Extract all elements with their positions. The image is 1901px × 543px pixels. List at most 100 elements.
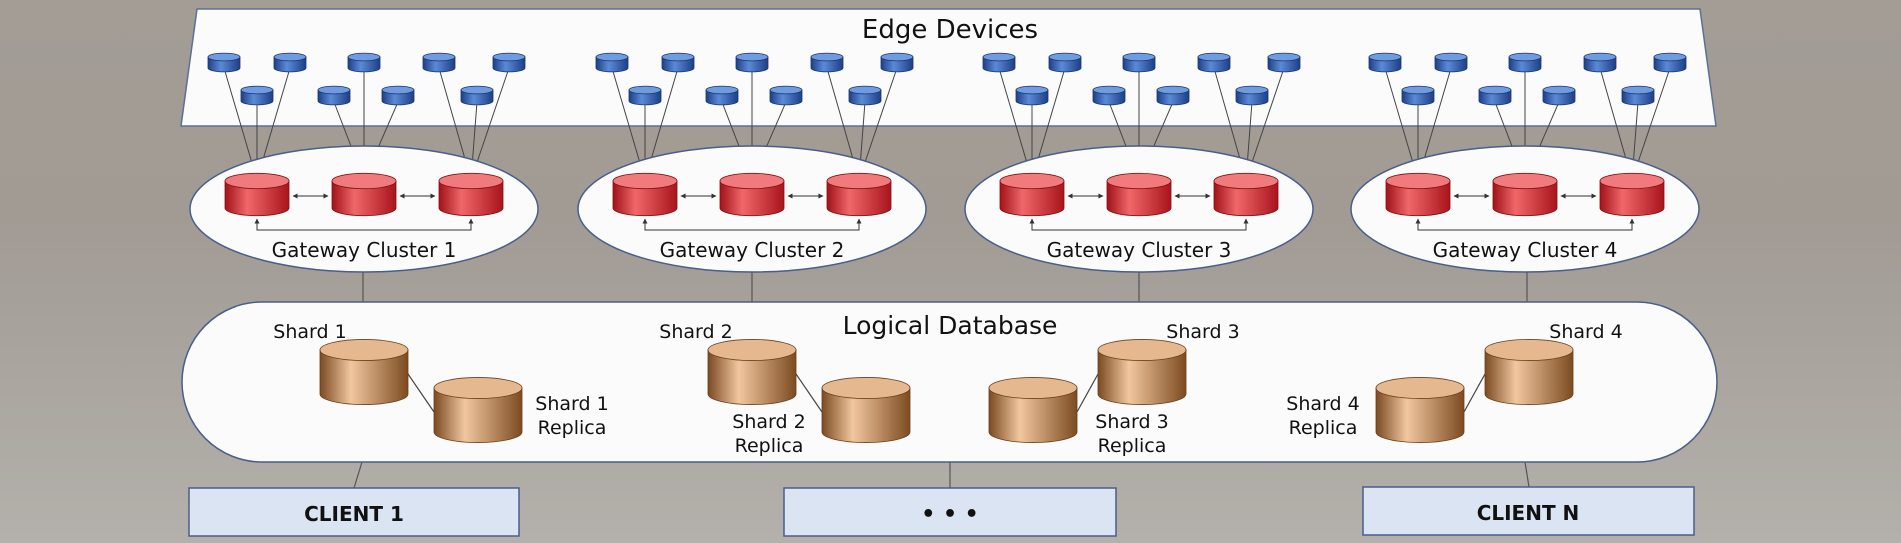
- replication-line: [795, 373, 823, 413]
- edge-devices-title: Edge Devices: [862, 15, 1038, 45]
- edge-device-icon: [595, 52, 629, 73]
- logical-database: Logical Database: [181, 301, 1718, 463]
- edge-device-icon: [1478, 85, 1512, 106]
- gateway-node-icon: [826, 172, 892, 217]
- client-1-label: CLIENT 1: [304, 502, 404, 526]
- shard-1-replica-label-line1: Shard 1: [535, 393, 608, 415]
- shard-1-replica-icon: [433, 377, 523, 443]
- edge-device-icon: [492, 52, 526, 73]
- gateway-ring-arrow: [254, 218, 474, 231]
- gateway-ring-arrow: [1415, 218, 1635, 231]
- gateway-cluster-1-label: Gateway Cluster 1: [272, 238, 457, 262]
- edge-device-icon: [705, 85, 739, 106]
- shard-2-label: Shard 2: [659, 321, 732, 343]
- shard-2-replica-label-line2: Replica: [735, 435, 804, 457]
- shard-2-replica-label-line1: Shard 2: [732, 411, 805, 433]
- edge-device-icon: [1434, 52, 1468, 73]
- shard-4-replica-label-line1: Shard 4: [1286, 393, 1359, 415]
- edge-device-icon: [628, 85, 662, 106]
- replication-line: [407, 373, 435, 413]
- shard-3-icon: [1097, 339, 1187, 405]
- shard-3-label: Shard 3: [1166, 321, 1239, 343]
- edge-device-icon: [422, 52, 456, 73]
- edge-device-icon: [1122, 52, 1156, 73]
- client-n-label: CLIENT N: [1477, 501, 1580, 525]
- edge-device-icon: [240, 85, 274, 106]
- shard-1-replica-label-line2: Replica: [538, 417, 607, 439]
- gateway-cluster-1: Gateway Cluster 1: [189, 145, 539, 273]
- gateway-node-icon: [1492, 172, 1558, 217]
- gateway-node-icon: [438, 172, 504, 217]
- logical-database-title: Logical Database: [843, 311, 1058, 340]
- shard-replica-lines: [407, 373, 1486, 413]
- gateway-cluster-3-label: Gateway Cluster 3: [1047, 238, 1232, 262]
- gateway-cluster-4: Gateway Cluster 4: [1350, 145, 1700, 273]
- edge-device-icon: [1156, 85, 1190, 106]
- shard-3-replica-icon: [988, 377, 1078, 443]
- db-client-line: [353, 461, 363, 489]
- shard-nodes: [319, 339, 1574, 443]
- edge-device-icon: [1653, 52, 1687, 73]
- edge-device-icon: [880, 52, 914, 73]
- client-ellipsis-label: • • •: [921, 502, 979, 527]
- gateway-ring-arrow: [1029, 218, 1249, 231]
- client-boxes: CLIENT 1 • • • CLIENT N: [188, 486, 1695, 537]
- edge-device-icon: [1542, 85, 1576, 106]
- gateway-node-icon: [999, 172, 1065, 217]
- shard-4-label: Shard 4: [1549, 321, 1622, 343]
- client-ellipsis-box[interactable]: • • •: [783, 487, 1117, 537]
- replication-line: [1076, 373, 1099, 413]
- edge-device-icon: [207, 52, 241, 73]
- shard-3-replica-label-line1: Shard 3: [1095, 411, 1168, 433]
- client-1-box[interactable]: CLIENT 1: [188, 487, 520, 537]
- edge-device-icon: [1583, 52, 1617, 73]
- edge-device-icon: [1235, 85, 1269, 106]
- gateway-node-icon: [331, 172, 397, 217]
- gateway-node-icon: [719, 172, 785, 217]
- shard-4-replica-label-line2: Replica: [1289, 417, 1358, 439]
- db-client-line: [1524, 461, 1530, 488]
- edge-device-icon: [317, 85, 351, 106]
- edge-devices-panel: Edge Devices: [180, 8, 1717, 127]
- edge-device-icon: [1197, 52, 1231, 73]
- shard-1-label: Shard 1: [273, 321, 346, 343]
- gateway-clusters: Gateway Cluster 1 Gateway Cluster 2 Gatewa…: [189, 145, 1700, 273]
- shard-2-replica-icon: [821, 377, 911, 443]
- edge-device-nodes: [207, 52, 1687, 106]
- gateway-node-icon: [224, 172, 290, 217]
- edge-device-icon: [1368, 52, 1402, 73]
- gateway-node-icon: [1385, 172, 1451, 217]
- edge-device-icon: [1015, 85, 1049, 106]
- gateway-ring-arrow: [642, 218, 862, 231]
- shard-2-icon: [707, 339, 797, 405]
- gateway-node-icon: [612, 172, 678, 217]
- client-n-box[interactable]: CLIENT N: [1362, 486, 1695, 536]
- edge-device-icon: [381, 85, 415, 106]
- edge-device-icon: [848, 85, 882, 106]
- edge-device-icon: [273, 52, 307, 73]
- shard-labels: Shard 1 Shard 1 Replica Shard 2 Shard 2 …: [273, 321, 1622, 457]
- edge-device-icon: [460, 85, 494, 106]
- edge-device-icon: [1508, 52, 1542, 73]
- edge-device-icon: [347, 52, 381, 73]
- shard-4-replica-icon: [1375, 377, 1465, 443]
- shard-4-icon: [1484, 339, 1574, 405]
- edge-device-icon: [1092, 85, 1126, 106]
- gateway-node-icon: [1213, 172, 1279, 217]
- shard-1-icon: [319, 339, 409, 405]
- shard-3-replica-label-line2: Replica: [1098, 435, 1167, 457]
- edge-device-icon: [982, 52, 1016, 73]
- edge-device-icon: [661, 52, 695, 73]
- gateway-cluster-2-label: Gateway Cluster 2: [660, 238, 845, 262]
- edge-device-icon: [810, 52, 844, 73]
- edge-device-icon: [1267, 52, 1301, 73]
- replication-line: [1463, 373, 1486, 413]
- gateway-cluster-3: Gateway Cluster 3: [964, 145, 1314, 273]
- edge-device-icon: [1621, 85, 1655, 106]
- gateway-cluster-2: Gateway Cluster 2: [577, 145, 927, 273]
- edge-device-icon: [1048, 52, 1082, 73]
- edge-device-icon: [735, 52, 769, 73]
- gateway-cluster-4-label: Gateway Cluster 4: [1433, 238, 1618, 262]
- gateway-node-icon: [1106, 172, 1172, 217]
